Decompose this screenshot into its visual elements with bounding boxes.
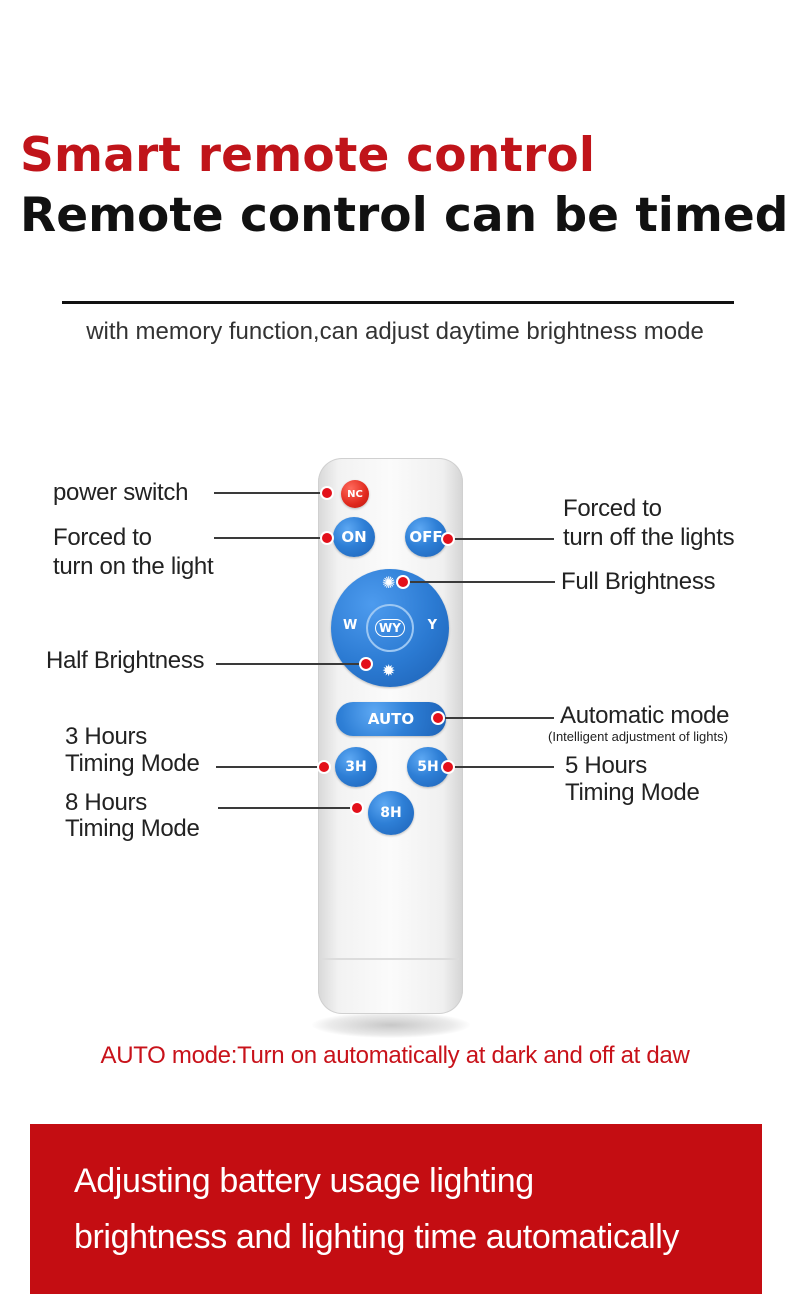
timer-3h-button[interactable]: 3H (335, 747, 377, 787)
bottom-banner: Adjusting battery usage lighting brightn… (30, 1124, 762, 1294)
on-button[interactable]: ON (333, 517, 375, 557)
callout-line-auto (440, 717, 554, 719)
callout-line-5h (450, 766, 554, 768)
callout-line-3h (216, 766, 324, 768)
timer-8h-button[interactable]: 8H (368, 791, 414, 835)
page-subtitle-heading: Remote control can be timed (20, 188, 789, 243)
callout-dot-full (398, 577, 408, 587)
label-3h-line1: 3 Hours (65, 723, 147, 750)
remote-seam (322, 958, 459, 960)
callout-line-8h (218, 807, 358, 809)
page-title: Smart remote control (20, 128, 596, 183)
label-forced-on-line2: turn on the light (53, 553, 214, 580)
full-brightness-sun-icon[interactable]: ✺ (382, 573, 396, 592)
callout-line-on (214, 537, 326, 539)
label-forced-off-line1: Forced to (563, 495, 662, 522)
callout-dot-3h (319, 762, 329, 772)
label-automatic-mode: Automatic mode (560, 702, 730, 729)
label-5h-line1: 5 Hours (565, 752, 647, 779)
nc-power-button[interactable]: NC (341, 480, 369, 508)
banner-line-2: brightness and lighting time automatical… (74, 1218, 679, 1256)
off-button[interactable]: OFF (405, 517, 447, 557)
callout-line-full (405, 581, 555, 583)
divider (62, 301, 734, 304)
auto-button[interactable]: AUTO (336, 702, 446, 736)
label-8h-line1: 8 Hours (65, 789, 147, 816)
dial-w-label[interactable]: W (343, 618, 358, 633)
dial-y-label[interactable]: Y (427, 618, 437, 633)
label-forced-off-line2: turn off the lights (563, 524, 735, 551)
label-forced-on-line1: Forced to (53, 524, 152, 551)
callout-line-power (214, 492, 326, 494)
label-8h-line2: Timing Mode (65, 815, 200, 842)
callout-dot-on (322, 533, 332, 543)
callout-line-off (450, 538, 554, 540)
callout-dot-8h (352, 803, 362, 813)
auto-mode-note: AUTO mode:Turn on automatically at dark … (100, 1042, 690, 1069)
description-text: with memory function,can adjust daytime … (86, 318, 704, 345)
label-3h-line2: Timing Mode (65, 750, 200, 777)
dial-center-button[interactable]: WY (366, 604, 414, 652)
brightness-dial[interactable]: ✺ W WY Y ✹ (331, 569, 449, 687)
label-power-switch: power switch (53, 479, 189, 506)
banner-line-1: Adjusting battery usage lighting (74, 1162, 534, 1200)
callout-dot-auto (433, 713, 443, 723)
label-automatic-mode-note: (Intelligent adjustment of lights) (548, 729, 728, 744)
timer-5h-button[interactable]: 5H (407, 747, 449, 787)
callout-dot-5h (443, 762, 453, 772)
dial-wy-label: WY (375, 619, 405, 637)
label-half-brightness: Half Brightness (46, 647, 205, 674)
callout-line-half (216, 663, 364, 665)
half-brightness-sun-icon[interactable]: ✹ (382, 661, 396, 680)
label-full-brightness: Full Brightness (561, 568, 716, 595)
callout-dot-half (361, 659, 371, 669)
callout-dot-off (443, 534, 453, 544)
label-5h-line2: Timing Mode (565, 779, 700, 806)
callout-dot-power (322, 488, 332, 498)
remote-shadow (312, 1012, 470, 1038)
